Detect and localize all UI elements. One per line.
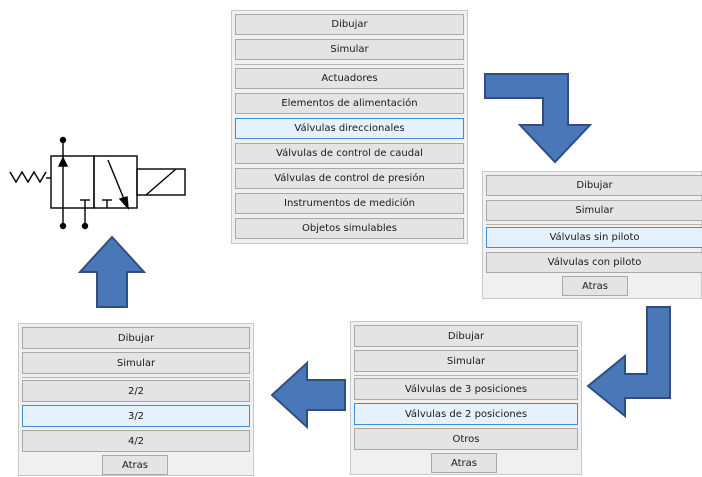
up-arrow-icon <box>77 235 147 308</box>
menu-item-actuators[interactable]: Actuadores <box>235 68 464 89</box>
menu-separator <box>354 375 578 376</box>
elbow-arrow-right-down-icon <box>484 73 593 164</box>
menu-item-supply-elements[interactable]: Elementos de alimentación <box>235 93 464 114</box>
simulate-button[interactable]: Simular <box>235 39 464 60</box>
menu-separator <box>235 64 464 65</box>
back-button[interactable]: Atras <box>431 453 497 473</box>
menu-item-pressure-control-valves[interactable]: Válvulas de control de presión <box>235 168 464 189</box>
valve-3-2-solenoid-symbol-icon <box>9 136 186 230</box>
menu-item-2-2[interactable]: 2/2 <box>22 380 250 402</box>
left-arrow-icon <box>270 360 346 430</box>
menu-item-valves-with-pilot[interactable]: Válvulas con piloto <box>486 252 702 273</box>
draw-button[interactable]: Dibujar <box>486 175 702 196</box>
positions-menu-panel: Dibujar Simular Válvulas de 3 posiciones… <box>350 321 582 475</box>
pilot-menu-panel: Dibujar Simular Válvulas sin piloto Válv… <box>482 171 702 299</box>
elbow-arrow-down-left-icon <box>586 306 671 419</box>
menu-item-simulable-objects[interactable]: Objetos simulables <box>235 218 464 239</box>
menu-item-3-2[interactable]: 3/2 <box>22 405 250 427</box>
menu-item-2-position-valves[interactable]: Válvulas de 2 posiciones <box>354 403 578 425</box>
back-button[interactable]: Atras <box>562 276 628 296</box>
menu-item-valves-without-pilot[interactable]: Válvulas sin piloto <box>486 227 702 248</box>
menu-item-measuring-instruments[interactable]: Instrumentos de medición <box>235 193 464 214</box>
simulate-button[interactable]: Simular <box>22 352 250 374</box>
menu-separator <box>22 377 250 378</box>
simulate-button[interactable]: Simular <box>486 200 702 221</box>
menu-item-3-position-valves[interactable]: Válvulas de 3 posiciones <box>354 378 578 400</box>
menu-item-flow-control-valves[interactable]: Válvulas de control de caudal <box>235 143 464 164</box>
back-button[interactable]: Atras <box>102 455 168 475</box>
simulate-button[interactable]: Simular <box>354 350 578 372</box>
menu-item-directional-valves[interactable]: Válvulas direccionales <box>235 118 464 139</box>
draw-button[interactable]: Dibujar <box>235 14 464 35</box>
menu-separator <box>486 224 702 225</box>
draw-button[interactable]: Dibujar <box>22 327 250 349</box>
menu-item-others[interactable]: Otros <box>354 428 578 450</box>
draw-button[interactable]: Dibujar <box>354 325 578 347</box>
main-menu-panel: Dibujar Simular Actuadores Elementos de … <box>231 10 468 244</box>
ways-menu-panel: Dibujar Simular 2/2 3/2 4/2 Atras <box>18 323 254 476</box>
menu-item-4-2[interactable]: 4/2 <box>22 430 250 452</box>
